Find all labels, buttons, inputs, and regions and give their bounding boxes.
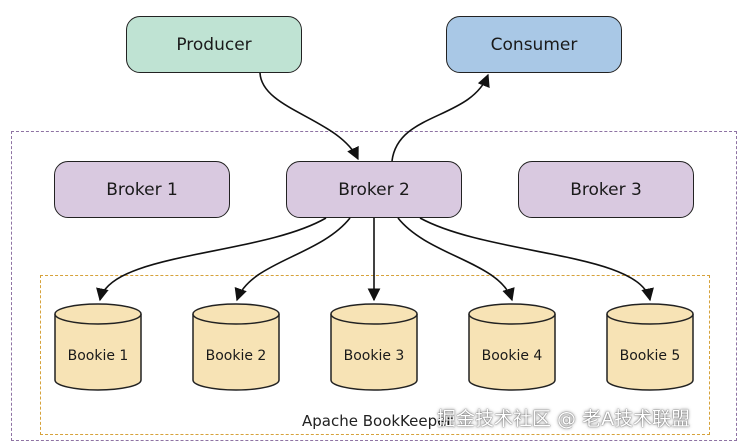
bookkeeper-cluster-frame [40, 275, 710, 435]
broker-2-node: Broker 2 [286, 161, 462, 218]
broker-to-bookie-1-arrow [96, 217, 327, 302]
consumer-node: Consumer [446, 16, 622, 73]
bookie-2-node: Bookie 2 [192, 302, 280, 392]
watermark-text: 掘金技术社区 @ 老A技术联盟 [437, 408, 691, 430]
bookie-3-label: Bookie 3 [343, 348, 405, 364]
bookie-1-cylinder-icon [54, 303, 142, 391]
broker-3-label: Broker 3 [570, 179, 642, 200]
broker-1-node: Broker 1 [54, 161, 230, 218]
bookie-5-label: Bookie 5 [619, 348, 681, 364]
bookkeeper-label: Apache BookKeeper [302, 412, 455, 430]
bookie-5-node: Bookie 5 [606, 302, 694, 392]
broker-to-bookie-4-arrow [397, 217, 515, 302]
bookie-2-cylinder-icon [192, 303, 280, 391]
bookie-1-node: Bookie 1 [54, 302, 142, 392]
broker-to-bookie-2-arrow [234, 217, 351, 302]
broker-1-label: Broker 1 [106, 179, 178, 200]
bookie-3-node: Bookie 3 [330, 302, 418, 392]
bookie-4-cylinder-icon [468, 303, 556, 391]
bookie-4-node: Bookie 4 [468, 302, 556, 392]
producer-label: Producer [176, 34, 252, 55]
producer-to-broker-arrow [259, 72, 359, 161]
bookie-1-label: Bookie 1 [67, 348, 129, 364]
consumer-label: Consumer [490, 34, 578, 55]
producer-node: Producer [126, 16, 302, 73]
bookie-5-cylinder-icon [606, 303, 694, 391]
bookie-2-label: Bookie 2 [205, 348, 267, 364]
bookie-3-cylinder-icon [330, 303, 418, 391]
broker-to-bookie-5-arrow [419, 217, 654, 302]
pulsar-cluster-frame [11, 131, 737, 441]
broker-to-consumer-arrow [391, 73, 490, 162]
bookie-4-label: Bookie 4 [481, 348, 543, 364]
broker-2-label: Broker 2 [338, 179, 410, 200]
broker-3-node: Broker 3 [518, 161, 694, 218]
